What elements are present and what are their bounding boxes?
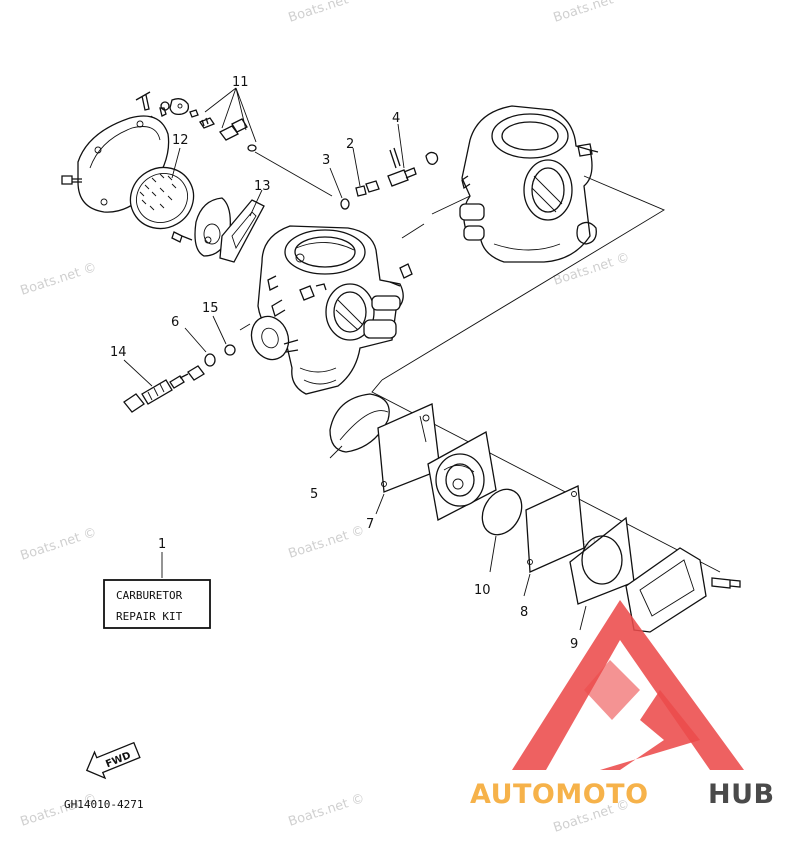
automotohub-logo: AUTOMOTO HUB [470,600,775,810]
callout-numbers: 11 12 13 3 2 4 14 6 15 5 7 10 8 9 1 [110,75,578,652]
carburetor-front [250,225,413,395]
fwd-arrow: FWD [85,741,141,780]
callout-13: 13 [254,179,271,194]
callout-6: 6 [171,315,179,330]
callout-7: 7 [366,517,374,532]
part-12-diaphragm-cover [61,115,195,230]
diagram-code: GH14010-4271 [64,798,143,811]
kit-label-line2: REPAIR KIT [116,610,183,623]
callout-5: 5 [310,487,318,502]
watermark: Boats.net © [287,523,367,562]
callout-3: 3 [322,153,330,168]
parts-14-6-15 [123,315,236,413]
callout-4: 4 [392,111,400,126]
assembly-lines [239,151,721,573]
repair-kit-box: CARBURETOR REPAIR KIT [103,552,211,629]
watermark: Boats.net © [19,260,99,299]
callout-11: 11 [232,75,249,90]
logo-text-automoto: AUTOMOTO [470,779,649,810]
watermark: Boats.net © [19,525,99,564]
callout-2: 2 [346,137,354,152]
carburetor-rear [459,105,599,263]
watermark: Boats.net © [287,791,367,830]
callout-1: 1 [158,537,166,552]
fuel-pump-assembly [329,393,741,633]
parts-2-3-4 [329,123,439,210]
callout-15: 15 [202,301,219,316]
callout-12: 12 [172,133,189,148]
part-13-gasket [219,189,265,263]
watermark: Boats.net © [287,0,367,26]
kit-label-line1: CARBURETOR [116,589,183,602]
callout-9: 9 [570,637,578,652]
callout-8: 8 [520,605,528,620]
logo-text-hub: HUB [708,779,775,810]
watermark: Boats.net © [552,0,632,26]
callout-14: 14 [110,345,127,360]
callout-10: 10 [474,583,491,598]
part-11-small-parts [135,87,257,152]
